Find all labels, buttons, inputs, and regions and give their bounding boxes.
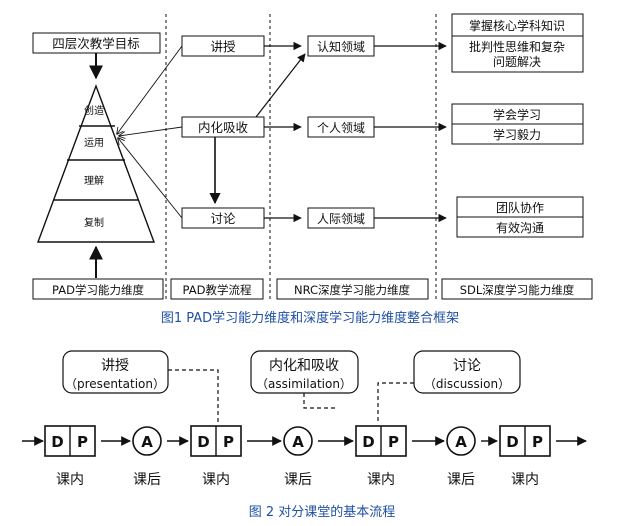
- assimilation-circle: [446, 426, 476, 456]
- flow-under-label: 课后: [133, 472, 161, 488]
- nrc-interpersonal-label: 人际领域: [317, 212, 365, 226]
- assimilation-circle: [283, 426, 313, 456]
- pyramid-level-create: 创造: [84, 104, 104, 117]
- pyramid: [36, 83, 156, 243]
- sdl-learn-to-learn: 学会学习: [493, 107, 541, 122]
- arrow-lecture-to-apply: [117, 45, 183, 134]
- process-lecture-label: 讲授: [210, 39, 236, 54]
- flow-under-label: 课后: [284, 472, 312, 488]
- dp-box-p-letter: P: [77, 433, 88, 451]
- sdl-communication: 有效沟通: [496, 220, 544, 235]
- figure1: 四层次教学目标 创造 运用 理解 复制 PAD学习能力维度 讲授 内化吸收 讨论: [32, 13, 593, 326]
- sdl-critical-thinking: 批判性思维和复杂: [469, 39, 565, 54]
- column-separators: [165, 14, 437, 300]
- sdl-teamwork: 团队协作: [496, 200, 544, 215]
- assimilation-circle: [132, 426, 162, 456]
- footer-sdl-label: SDL深度学习能力维度: [460, 283, 575, 297]
- sdl-problem-solving: 问题解决: [493, 55, 541, 69]
- figure2-caption: 图 2 对分课堂的基本流程: [249, 504, 396, 520]
- footer-pad-process: [170, 278, 264, 300]
- phase-discussion-title: 讨论: [453, 358, 481, 374]
- phase-discussion-subtitle: （discussion）: [424, 377, 510, 391]
- phase-lecture-title: 讲授: [101, 358, 129, 374]
- dp-box-d-letter: D: [197, 433, 209, 451]
- footer-pad-ability-label: PAD学习能力维度: [52, 283, 144, 297]
- nrc-personal-label: 个人领域: [317, 121, 365, 135]
- pyramid-level-understand: 理解: [84, 174, 104, 187]
- sdl-core-knowledge: 掌握核心学科知识: [469, 18, 565, 33]
- flow-under-label: 课内: [511, 472, 539, 488]
- dp-box-p-letter: P: [223, 433, 234, 451]
- connector-discussion: [377, 382, 414, 424]
- assimilation-circle-letter: A: [292, 433, 304, 451]
- dp-box-d-letter: D: [506, 433, 518, 451]
- sdl-perseverance: 学习毅力: [493, 127, 541, 142]
- dp-box-d-letter: D: [51, 433, 63, 451]
- footer-nrc: [276, 278, 429, 300]
- converging-arrows: [117, 45, 183, 219]
- footer-sdl: [441, 278, 593, 300]
- phase-lecture-subtitle: （presentation）: [65, 377, 165, 391]
- dp-box-p-letter: P: [532, 433, 543, 451]
- dp-box-d-letter: D: [362, 433, 374, 451]
- flow-under-label: 课后: [447, 472, 475, 488]
- arrow-internalize-to-apply: [119, 126, 183, 136]
- assimilation-circle-letter: A: [455, 433, 467, 451]
- phase-assimilation-subtitle: （assimilation）: [256, 377, 352, 391]
- footer-pad-ability: [32, 278, 164, 300]
- phase-discussion-callout: [413, 350, 521, 394]
- flow-under-label: 课内: [367, 472, 395, 488]
- footer-pad-process-label: PAD教学流程: [183, 283, 252, 297]
- connector-assimilation: [303, 393, 337, 409]
- connector-lecture: [168, 369, 219, 424]
- pyramid-level-apply: 运用: [84, 137, 104, 149]
- figure2: 讲授 （presentation） 内化和吸收 （assimilation） 讨…: [22, 350, 587, 520]
- phase-lecture-callout: [62, 350, 169, 394]
- phase-assimilation-title: 内化和吸收: [269, 358, 339, 374]
- flow-under-label: 课内: [202, 472, 230, 488]
- sdl-cognitive-box: [451, 13, 584, 73]
- footer-nrc-label: NRC深度学习能力维度: [294, 283, 411, 297]
- figure1-caption: 图1 PAD学习能力维度和深度学习能力维度整合框架: [161, 310, 459, 326]
- dp-box-p-letter: P: [388, 433, 399, 451]
- flow-under-label: 课内: [56, 472, 84, 488]
- process-internalize-label: 内化吸收: [198, 120, 249, 135]
- arrow-internalize-to-cognitive: [255, 53, 306, 118]
- assimilation-circle-letter: A: [141, 433, 153, 451]
- nrc-cognitive-label: 认知领域: [317, 40, 365, 54]
- goal-box-label: 四层次教学目标: [52, 36, 140, 51]
- pyramid-level-copy: 复制: [84, 216, 104, 229]
- process-discuss-label: 讨论: [210, 211, 236, 226]
- arrow-discuss-to-apply: [118, 138, 183, 219]
- pyramid-outline: [36, 83, 156, 243]
